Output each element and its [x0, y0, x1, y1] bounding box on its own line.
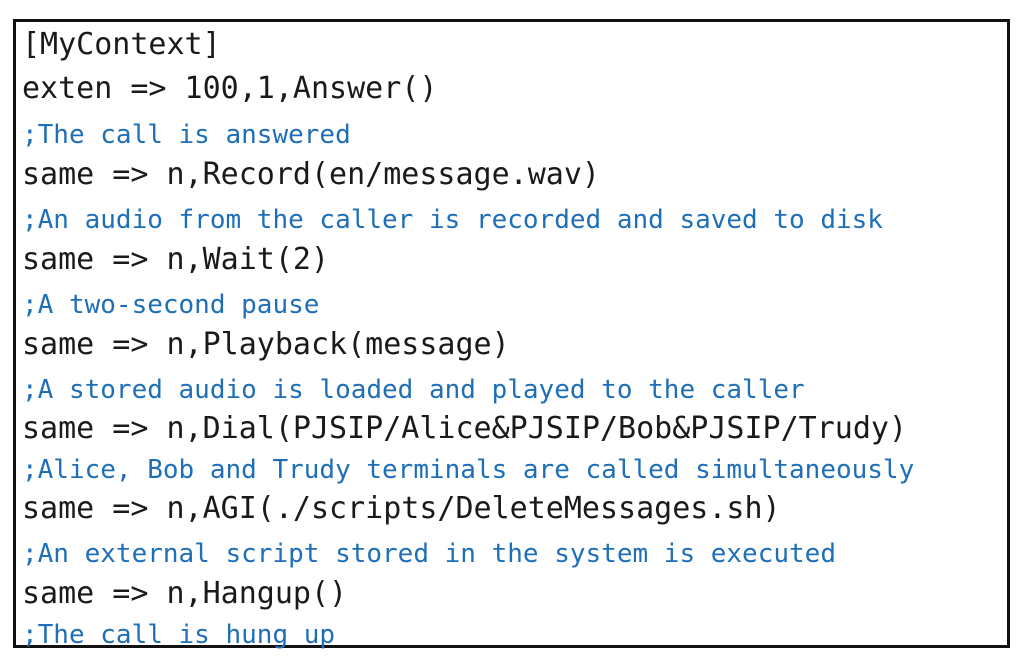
code-line-playback: same => n,Playback(message)	[22, 327, 510, 362]
code-line-hangup: same => n,Hangup()	[22, 576, 348, 611]
code-listing-box: [MyContext] exten => 100,1,Answer() ;The…	[13, 19, 1010, 648]
comment-line-agi: ;An external script stored in the system…	[22, 539, 836, 569]
code-line-dial: same => n,Dial(PJSIP/Alice&PJSIP/Bob&PJS…	[22, 411, 908, 446]
code-line-wait: same => n,Wait(2)	[22, 242, 330, 277]
code-line-agi: same => n,AGI(./scripts/DeleteMessages.s…	[22, 491, 781, 526]
comment-line-answer: ;The call is answered	[22, 120, 351, 150]
comment-line-wait: ;A two-second pause	[22, 290, 320, 320]
comment-line-dial: ;Alice, Bob and Trudy terminals are call…	[22, 455, 915, 485]
context-header-line: [MyContext]	[22, 27, 221, 62]
comment-line-record: ;An audio from the caller is recorded an…	[22, 205, 883, 235]
code-line-answer: exten => 100,1,Answer()	[22, 71, 438, 106]
code-line-record: same => n,Record(en/message.wav)	[22, 157, 600, 192]
code-lines: [MyContext] exten => 100,1,Answer() ;The…	[22, 27, 1007, 650]
comment-line-playback: ;A stored audio is loaded and played to …	[22, 375, 805, 405]
comment-line-hangup: ;The call is hung up	[22, 620, 336, 650]
